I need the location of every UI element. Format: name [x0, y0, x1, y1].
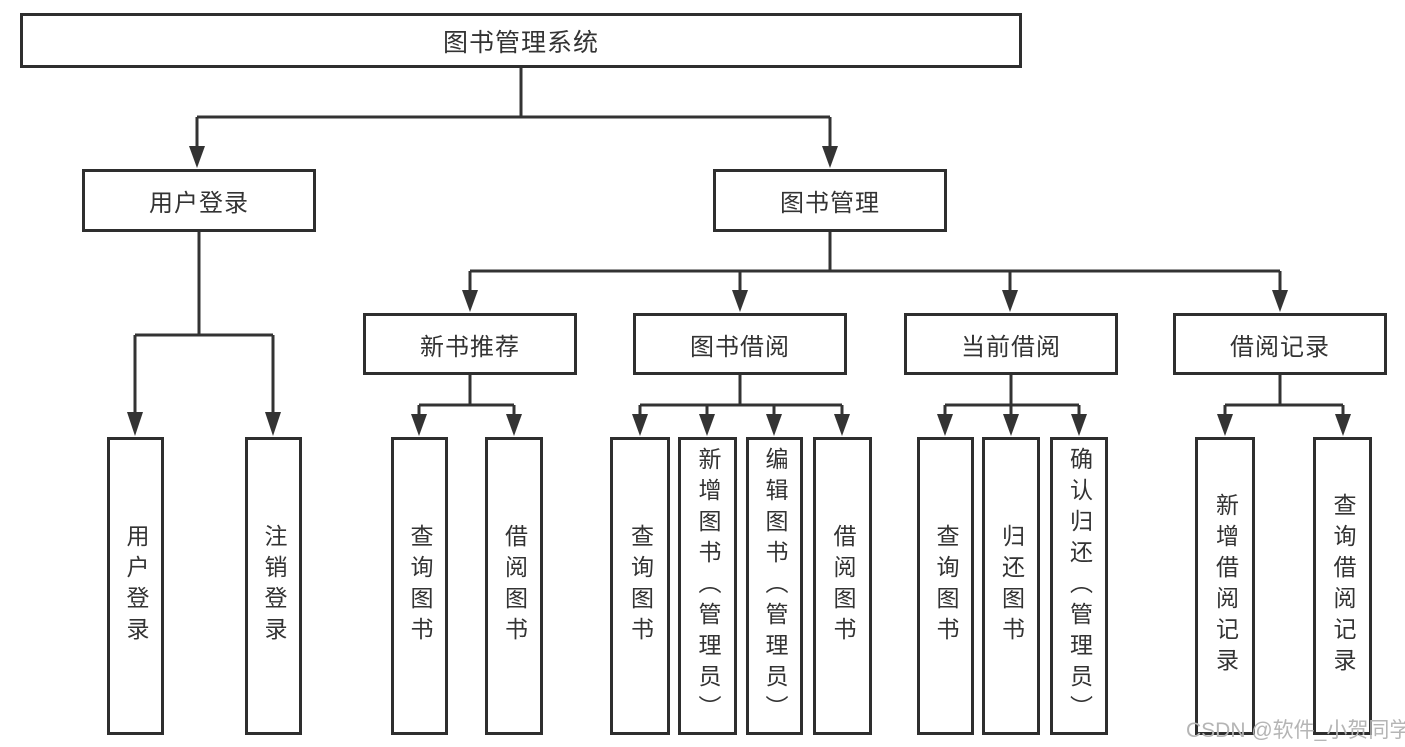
leaf-query-books-borrow: 查询图书	[610, 437, 670, 735]
leaf-query-books-recommend: 查询图书	[391, 437, 448, 735]
leaf-borrow-books: 借阅图书	[813, 437, 872, 735]
node-root-label: 图书管理系统	[442, 28, 599, 57]
leaf-edit-books-admin-label: 编辑图书（管理员）	[762, 446, 788, 726]
leaf-user-login: 用户登录	[107, 437, 164, 735]
node-book-borrowing-label: 图书借阅	[690, 333, 790, 361]
leaf-add-books-admin-label: 新增图书（管理员）	[695, 446, 721, 726]
leaf-query-borrow-record-label: 查询借阅记录	[1330, 493, 1356, 679]
leaf-borrow-books-recommend-label: 借阅图书	[501, 524, 528, 648]
node-user-login: 用户登录	[82, 169, 316, 232]
arrowheads	[127, 146, 1351, 436]
leaf-borrow-books-recommend: 借阅图书	[485, 437, 543, 735]
leaf-logout-label: 注销登录	[261, 524, 287, 648]
node-current-borrowing-label: 当前借阅	[961, 333, 1061, 361]
leaf-query-borrow-record: 查询借阅记录	[1313, 437, 1372, 735]
leaf-return-books-label: 归还图书	[998, 524, 1025, 648]
node-book-management-label: 图书管理	[780, 190, 880, 217]
leaf-add-borrow-record-label: 新增借阅记录	[1212, 493, 1239, 679]
node-book-borrowing: 图书借阅	[633, 313, 847, 375]
node-user-login-label: 用户登录	[149, 190, 249, 217]
leaf-query-books-current: 查询图书	[917, 437, 974, 735]
leaf-borrow-books-label: 借阅图书	[830, 524, 856, 648]
leaf-add-books-admin: 新增图书（管理员）	[678, 437, 737, 735]
leaf-query-books-current-label: 查询图书	[933, 524, 959, 648]
node-new-book-recommend-label: 新书推荐	[420, 333, 520, 361]
leaf-confirm-return-admin-label: 确认归还（管理员）	[1066, 446, 1093, 726]
leaf-confirm-return-admin: 确认归还（管理员）	[1050, 437, 1108, 735]
leaf-query-books-borrow-label: 查询图书	[627, 524, 654, 648]
leaf-add-borrow-record: 新增借阅记录	[1195, 437, 1255, 735]
node-current-borrowing: 当前借阅	[904, 313, 1118, 375]
leaf-edit-books-admin: 编辑图书（管理员）	[746, 437, 803, 735]
leaf-user-login-label: 用户登录	[123, 524, 149, 648]
node-new-book-recommend: 新书推荐	[363, 313, 577, 375]
node-root: 图书管理系统	[20, 13, 1022, 68]
leaf-return-books: 归还图书	[982, 437, 1040, 735]
leaf-query-books-recommend-label: 查询图书	[407, 524, 433, 648]
node-borrowing-records: 借阅记录	[1173, 313, 1387, 375]
csdn-watermark: CSDN @软件_小贺同学	[1186, 719, 1405, 742]
node-book-management: 图书管理	[713, 169, 947, 232]
node-borrowing-records-label: 借阅记录	[1230, 333, 1330, 361]
leaf-logout: 注销登录	[245, 437, 302, 735]
